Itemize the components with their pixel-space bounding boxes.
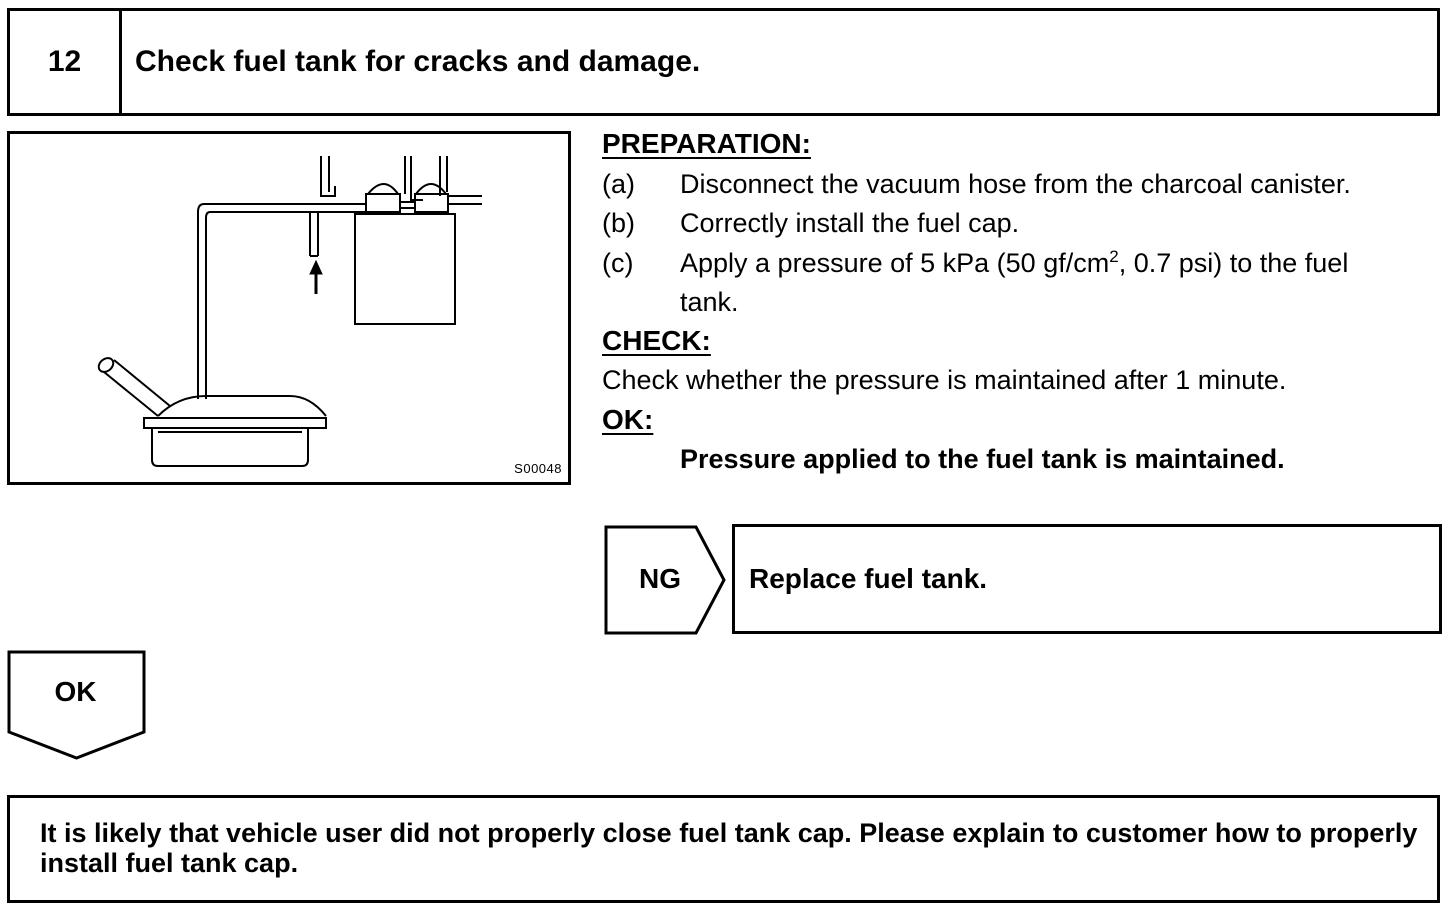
fuel-tank-top (157, 395, 327, 417)
fuel-tank-diagram (97, 156, 482, 467)
ng-tag-shape (604, 525, 726, 635)
step-number: 12 (10, 11, 122, 113)
step-marker-b: (b) (602, 208, 635, 238)
valve-dome-left (365, 183, 400, 195)
valve-dome-right (413, 183, 449, 195)
preparation-step-a: Disconnect the vacuum hose from the char… (680, 169, 1351, 199)
step-marker-a: (a) (602, 169, 635, 199)
horizontal-hose (447, 195, 482, 205)
ok-tag-shape (7, 650, 146, 760)
ok-label: OK (54, 676, 97, 707)
disconnected-hose-end (309, 212, 319, 257)
step-header: 12 Check fuel tank for cracks and damage… (7, 8, 1440, 116)
check-heading: CHECK: (602, 325, 711, 356)
valve-base-right (414, 193, 449, 213)
ok-spec-text: Pressure applied to the fuel tank is mai… (680, 444, 1285, 474)
preparation-heading: PREPARATION: (602, 128, 811, 159)
pressure-arrow (309, 259, 323, 294)
result-box: It is likely that vehicle user did not p… (7, 795, 1440, 903)
ng-action-text: Replace fuel tank. (749, 563, 988, 594)
ng-action-box: Replace fuel tank. (732, 524, 1442, 634)
step-marker-c: (c) (602, 248, 634, 278)
step-title: Check fuel tank for cracks and damage. (135, 45, 701, 78)
upper-hose-right (439, 156, 448, 196)
preparation-step-c: Apply a pressure of 5 kPa (50 gf/cm2, 0.… (680, 248, 1348, 279)
step-c-text-before: Apply a pressure of 5 kPa (50 gf/cm (680, 248, 1110, 278)
preparation-step-c-continuation: tank. (680, 287, 739, 317)
preparation-step-b: Correctly install the fuel cap. (680, 208, 1020, 238)
step-c-text-after: , 0.7 psi) to the fuel (1118, 248, 1349, 278)
result-text: It is likely that vehicle user did not p… (40, 818, 1418, 878)
upper-hose-middle (404, 156, 423, 201)
figure-code: S00048 (514, 461, 562, 476)
fuel-tank-body (151, 428, 309, 467)
fuel-tank-flange (143, 417, 327, 429)
vacuum-hose (197, 203, 366, 399)
ok-heading: OK: (602, 404, 654, 435)
fuel-system-illustration: S00048 (7, 131, 571, 485)
valve-base-left (365, 193, 401, 213)
step-c-superscript: 2 (1109, 247, 1119, 266)
ng-label: NG (639, 563, 681, 594)
filler-neck (103, 359, 171, 417)
charcoal-canister (354, 213, 456, 325)
upper-hose-left (320, 156, 336, 197)
check-text: Check whether the pressure is maintained… (602, 365, 1287, 395)
